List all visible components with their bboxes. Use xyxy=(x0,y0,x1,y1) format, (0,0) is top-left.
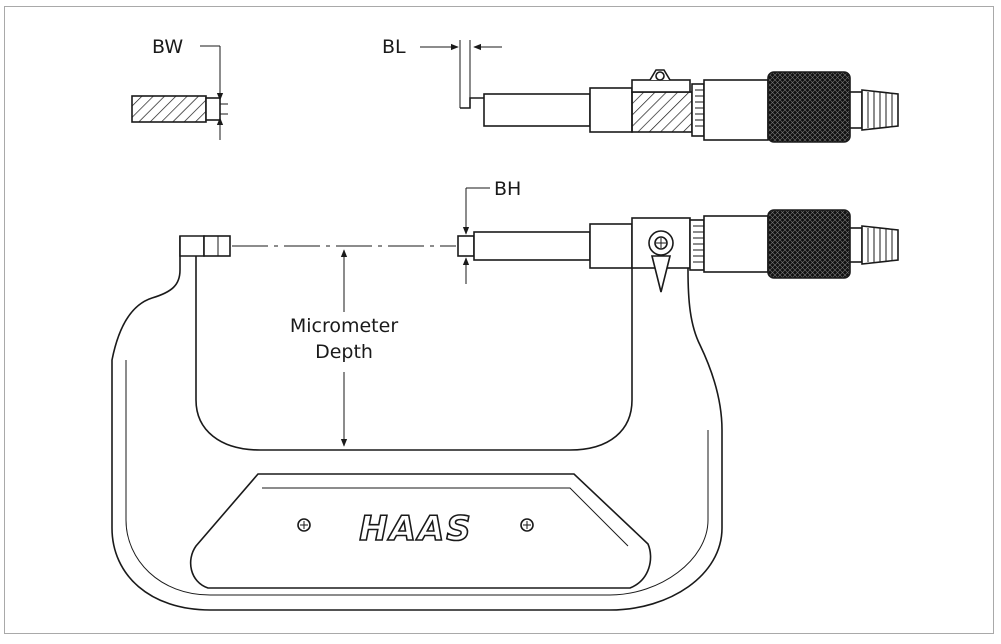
bl-label: BL xyxy=(382,36,406,58)
phillips-screw-icon xyxy=(297,518,311,532)
lock-lever-icon xyxy=(649,69,671,81)
bw-detail xyxy=(131,45,228,140)
knurled-thimble-icon xyxy=(767,71,851,143)
spindle-assembly xyxy=(457,209,899,293)
bw-label: BW xyxy=(152,36,183,58)
haas-logo: HAAS xyxy=(359,509,473,549)
depth-label-line1: Micrometer xyxy=(290,315,398,337)
bh-label: BH xyxy=(494,178,521,200)
logo-plate xyxy=(189,473,652,589)
micrometer-frame xyxy=(111,232,723,611)
bh-dimension xyxy=(462,187,490,284)
phillips-screw-icon xyxy=(520,518,534,532)
bl-detail xyxy=(420,40,899,143)
anvil xyxy=(179,235,231,257)
knurled-thimble-icon xyxy=(767,209,851,279)
depth-label-line2: Depth xyxy=(315,341,373,363)
lock-lever-icon xyxy=(650,255,672,293)
